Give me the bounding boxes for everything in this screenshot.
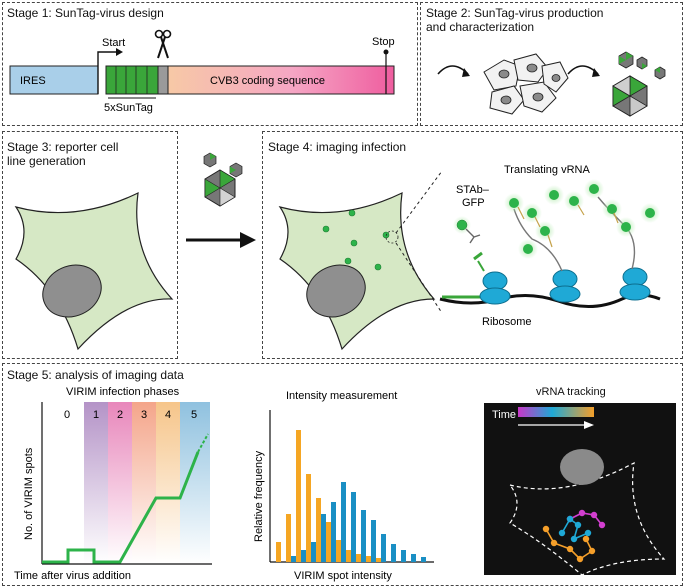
suntag-segment [105,65,159,95]
scissors-icon [154,29,172,59]
virus-production-illustration [437,51,666,117]
virion-icon [229,162,243,178]
stage-2-panel [420,2,683,126]
virion-small-icon [636,56,648,70]
virion-small-icon [654,66,666,80]
phase-label-1: 1 [93,409,99,421]
intensity-histogram: Intensity measurement Relative frequency… [253,390,434,582]
ribosome-label: Ribosome [482,316,532,328]
nucleus-icon [306,264,366,318]
blue-bars [291,482,426,562]
translating-label: Translating vRNA [504,164,590,176]
orange-bars [276,430,381,562]
stage-3-title: Stage 3: reporter cell line generation [7,140,119,168]
suntag-label: 5xSunTag [104,102,153,114]
vrna-tracking-panel: Time [484,403,676,576]
cleavage-segment [157,65,169,95]
infection-phases-chart: VIRIM infection phases 0 1 2 3 4 5 No. o… [14,386,212,582]
stage-1-title: Stage 1: SunTag-virus design [7,6,164,20]
virion-icon [203,152,217,168]
cvb3-segment [167,65,395,95]
phase-label-2: 2 [117,409,123,421]
stage-5-title: Stage 5: analysis of imaging data [7,368,184,382]
ribosome-icon [479,267,651,305]
phases-xlabel: Time after virus addition [14,570,131,582]
time-colorbar [518,407,594,417]
stop-label: Stop [372,36,395,48]
reporter-cell-illustration [14,191,174,351]
virion-icon [204,169,236,207]
cvb3-label: CVB3 coding sequence [210,75,325,87]
virion-large-icon [612,75,648,117]
start-label: Start [102,37,125,49]
track-blue [558,515,592,543]
phase-label-0: 0 [64,409,70,421]
ires-label: IRES [20,75,46,87]
track-orange [542,525,596,563]
intensity-xlabel: VIRIM spot intensity [294,570,392,582]
stab-gfp-label: STAb–GFP [456,184,490,209]
phase-label-3: 3 [141,409,147,421]
infection-arrow [186,152,256,248]
intensity-title: Intensity measurement [286,390,397,402]
stage-4-title: Stage 4: imaging infection [268,140,407,154]
stage-3-panel [2,131,178,359]
start-arrow-icon [97,51,120,94]
stage-2-title: Stage 2: SunTag-virus production and cha… [426,6,604,34]
stage-5-panel [2,363,683,586]
phases-ylabel: No. of VIRIM spots [23,447,35,540]
stage-4-panel [262,131,683,359]
construct-diagram: IRES CVB3 coding sequence Start Stop 5xS… [9,29,395,114]
nucleus-icon [560,449,604,485]
gfp-antibodies [504,179,660,259]
cell-outline [508,461,666,576]
nucleus-icon [42,264,102,318]
intensity-ylabel: Relative frequency [253,450,265,542]
phases-title: VIRIM infection phases [66,386,180,398]
stage-1-panel [2,2,418,126]
phase-label-5: 5 [191,409,197,421]
spot-count-curve [42,451,200,564]
virion-small-icon [618,51,634,69]
infected-cells [483,53,569,115]
imaging-infection-illustration: Translating vRNA STAb–GFP [278,164,661,351]
phase-label-4: 4 [165,409,171,421]
tracking-title: vRNA tracking [536,386,606,398]
time-label: Time [492,409,516,421]
